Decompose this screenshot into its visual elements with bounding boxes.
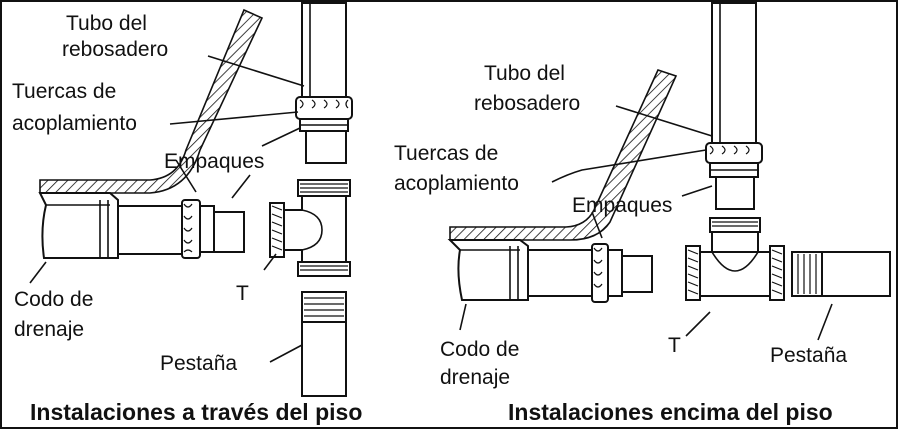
left-flange (301, 291, 347, 397)
right-leader-elbow (459, 303, 467, 331)
right-label-flange: Pestaña (770, 344, 847, 367)
right-leader-gaskets (591, 185, 713, 239)
left-leader-flange (269, 344, 303, 363)
left-label-tee: T (236, 282, 249, 305)
right-installation: Tubo del rebosadero Tuercas de acoplamie… (394, 2, 891, 425)
right-leader-tee (685, 311, 711, 337)
right-caption: Instalaciones encima del piso (508, 399, 833, 425)
right-flange (791, 251, 891, 297)
left-caption: Instalaciones a través del piso (30, 399, 362, 425)
right-leader-overflow (615, 105, 713, 137)
right-vertical-coupling-nut (705, 142, 763, 178)
left-vertical-coupling-nut (295, 96, 353, 132)
right-label-gaskets: Empaques (572, 194, 672, 217)
left-label-flange: Pestaña (160, 352, 237, 375)
right-label-nuts-2: acoplamiento (394, 172, 519, 195)
left-label-elbow-1: Codo de (14, 288, 93, 311)
left-installation: Tubo del rebosadero Tuercas de acoplamie… (12, 2, 362, 425)
left-label-gaskets: Empaques (164, 150, 264, 173)
left-leader-gaskets (175, 127, 301, 199)
left-drain-elbow (38, 192, 183, 259)
right-label-overflow-tube-1: Tubo del (484, 62, 565, 85)
right-leader-nut (551, 149, 707, 183)
right-label-tee: T (668, 334, 681, 357)
right-label-elbow-1: Codo de (440, 338, 519, 361)
left-leader-tee (263, 253, 277, 271)
left-label-elbow-2: drenaje (14, 318, 84, 341)
right-overflow-tube (711, 2, 757, 144)
left-leader-elbow (29, 261, 47, 284)
right-label-elbow-2: drenaje (440, 366, 510, 389)
right-horizontal-coupling-nut (591, 243, 653, 303)
left-leader-overflow (207, 55, 305, 87)
right-vertical-gasket-tube (715, 176, 755, 210)
left-label-overflow-tube-1: Tubo del (66, 12, 147, 35)
left-label-nuts-1: Tuercas de (12, 80, 116, 103)
left-horizontal-coupling-nut (181, 199, 245, 259)
right-label-nuts-1: Tuercas de (394, 142, 498, 165)
right-label-overflow-tube-2: rebosadero (474, 92, 580, 115)
left-overflow-tube (301, 2, 347, 98)
right-drain-elbow (447, 239, 593, 301)
left-leader-nut (169, 111, 299, 125)
right-leader-flange (817, 303, 833, 341)
left-tee-fitting (269, 179, 351, 277)
left-label-nuts-2: acoplamiento (12, 112, 137, 135)
left-vertical-gasket-tube (305, 130, 347, 164)
left-label-overflow-tube-2: rebosadero (62, 38, 168, 61)
right-tee-fitting (685, 217, 785, 301)
